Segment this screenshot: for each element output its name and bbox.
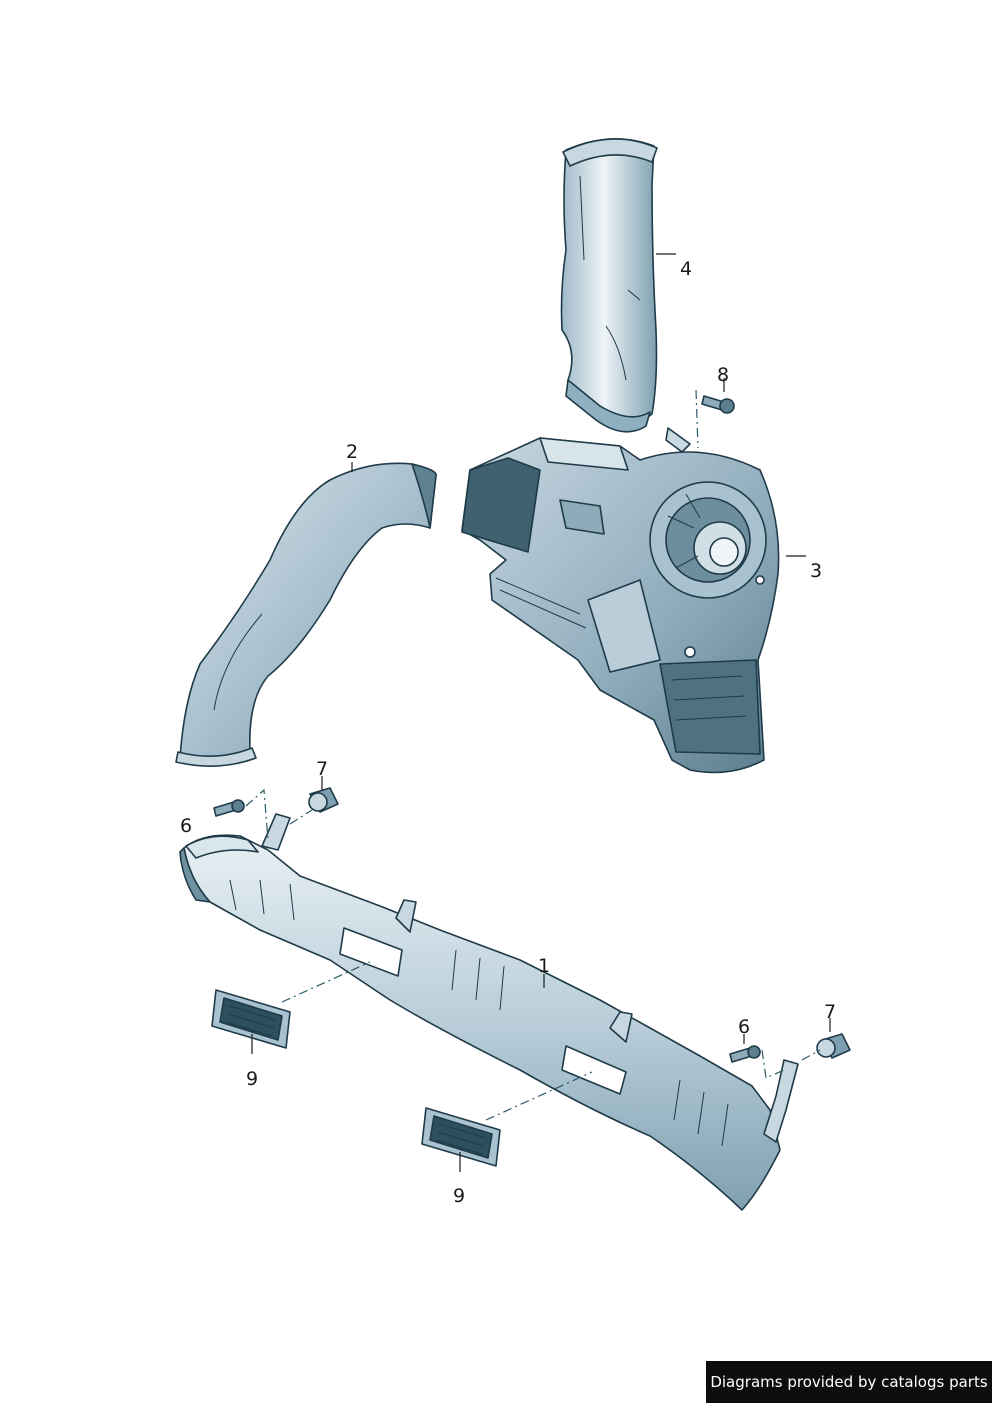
- part-9-vent-grille-right: [421, 1107, 501, 1167]
- part-7-clip-left: [308, 787, 339, 813]
- label-part-6-left: 6: [180, 815, 192, 837]
- label-part-1: 1: [538, 955, 550, 977]
- label-part-9-right: 9: [453, 1185, 465, 1207]
- part-4-air-duct: [560, 138, 658, 433]
- part-2-intake-hose: [175, 462, 437, 767]
- label-part-6-right: 6: [738, 1016, 750, 1038]
- credit-banner: Diagrams provided by catalogs parts: [706, 1361, 992, 1403]
- part-3-blower-housing: [461, 427, 780, 774]
- part-7-clip-right: [816, 1033, 851, 1059]
- part-6-screw-left: [213, 799, 245, 817]
- part-9-vent-grille-left: [211, 989, 291, 1049]
- part-1-floor-air-duct: [179, 813, 799, 1211]
- label-part-4: 4: [680, 258, 692, 280]
- label-part-7-right: 7: [824, 1001, 836, 1023]
- label-part-7-left: 7: [316, 758, 328, 780]
- assembly-lines: [245, 389, 821, 1121]
- part-8-screw: [701, 395, 735, 414]
- label-part-3: 3: [810, 560, 822, 582]
- leader-lines: [251, 253, 831, 1172]
- label-part-2: 2: [346, 441, 358, 463]
- label-part-8: 8: [717, 364, 729, 386]
- label-part-9-left: 9: [246, 1068, 258, 1090]
- part-6-screw-right: [729, 1045, 761, 1063]
